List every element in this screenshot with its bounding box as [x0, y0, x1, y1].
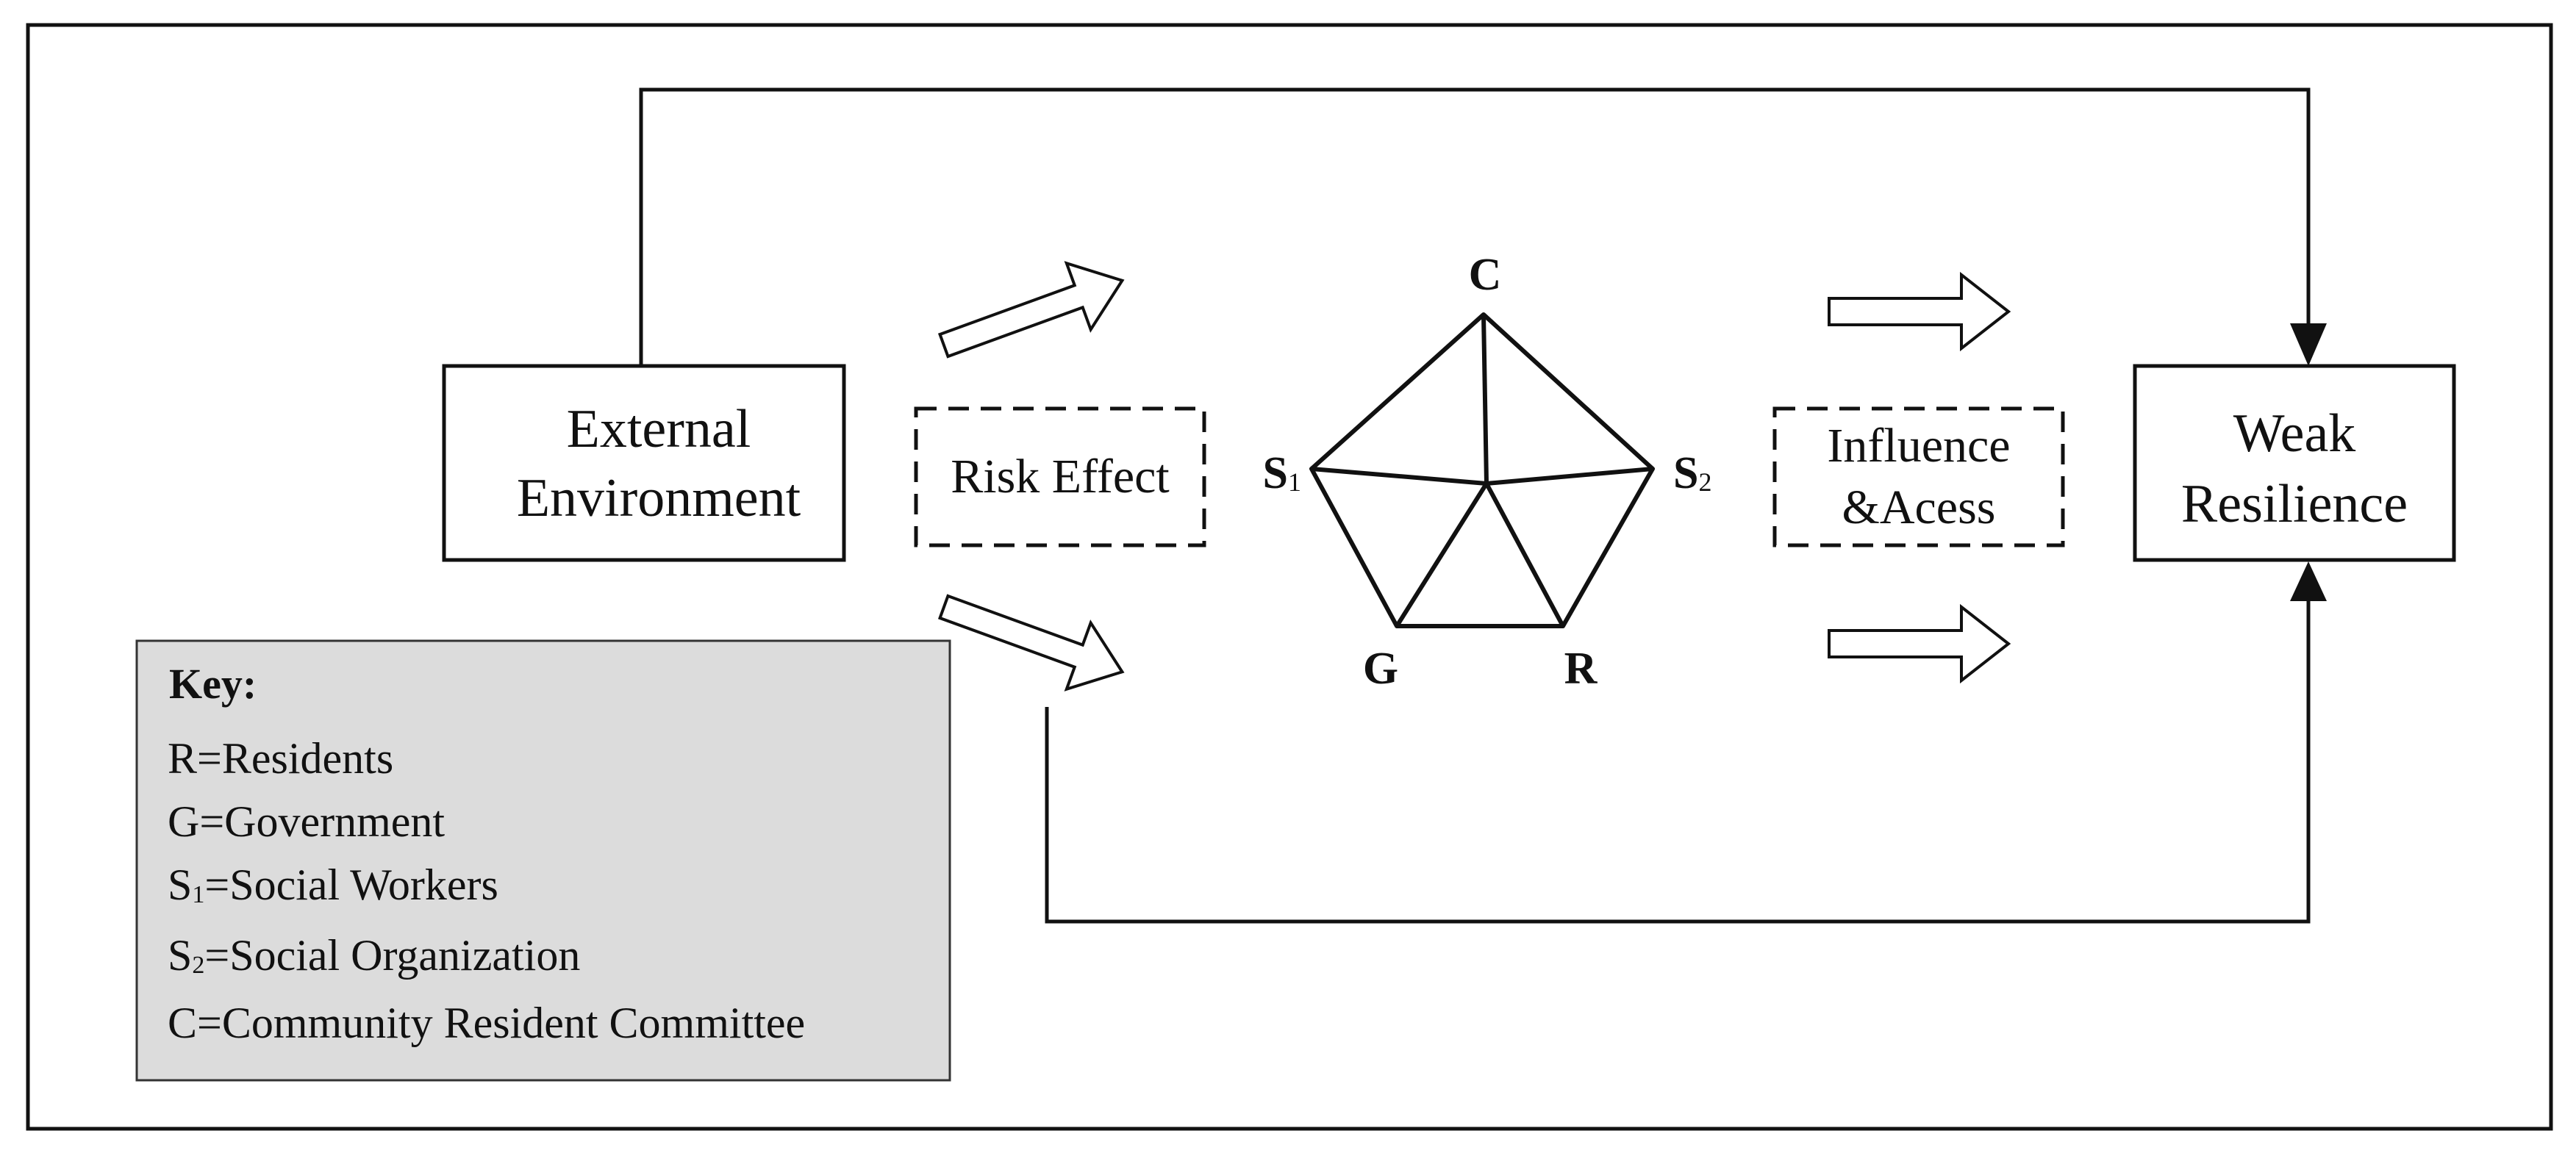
- weak-resilience-line-1: Weak: [2233, 403, 2356, 464]
- risk-effect-label: Risk Effect: [951, 450, 1170, 503]
- key-entry-social-organization: S2=Social Organization: [168, 931, 580, 980]
- spoke-s2: [1486, 467, 1653, 486]
- vertex-r-label: R: [1564, 644, 1598, 694]
- key-entry-government: G=Government: [168, 797, 445, 846]
- outer-frame: [26, 23, 2553, 1131]
- influence-lower-hollow-arrow: [1828, 603, 2011, 684]
- spoke-s1: [1311, 467, 1487, 486]
- external-environment-box: External Environment: [442, 364, 846, 562]
- spoke-c: [1481, 314, 1489, 484]
- key-title: Key:: [169, 660, 257, 708]
- influence-upper-hollow-arrow: [1828, 271, 2011, 352]
- bottom-feedback-line: [1045, 601, 2311, 924]
- influence-label-line-2: &Acess: [1842, 481, 1996, 534]
- bottom-feedback-arrowhead: [2290, 561, 2327, 601]
- weak-resilience-line-2: Resilience: [2181, 474, 2408, 534]
- external-environment-line-2: Environment: [517, 468, 801, 528]
- weak-resilience-box: Weak Resilience: [2133, 364, 2456, 562]
- risk-upper-hollow-arrow: [937, 261, 1125, 359]
- key-entry-social-workers: S1=Social Workers: [168, 861, 498, 909]
- pentagon-outline: [1309, 312, 1655, 628]
- vertex-c-label: C: [1469, 250, 1502, 300]
- top-feedback-arrowhead: [2290, 323, 2327, 366]
- external-environment-line-1: External: [567, 399, 751, 459]
- risk-effect-box: Risk Effect: [914, 406, 1206, 547]
- vertex-s1-label: S1: [1263, 448, 1301, 498]
- key-legend: Key: R=Residents G=Government S1=Social …: [135, 639, 951, 1082]
- key-entry-community-committee: C=Community Resident Committee: [168, 999, 805, 1047]
- risk-lower-hollow-arrow: [937, 594, 1125, 692]
- key-entry-residents: R=Residents: [168, 734, 393, 783]
- vertex-g-label: G: [1363, 644, 1398, 694]
- top-feedback-line: [639, 87, 2311, 364]
- spoke-g: [1395, 482, 1489, 628]
- stakeholder-pentagon: [1309, 312, 1655, 628]
- spoke-r: [1484, 482, 1565, 628]
- vertex-s2-label: S2: [1673, 448, 1711, 498]
- influence-label-line-1: Influence: [1827, 419, 2010, 473]
- influence-access-box: Influence &Acess: [1772, 406, 2065, 547]
